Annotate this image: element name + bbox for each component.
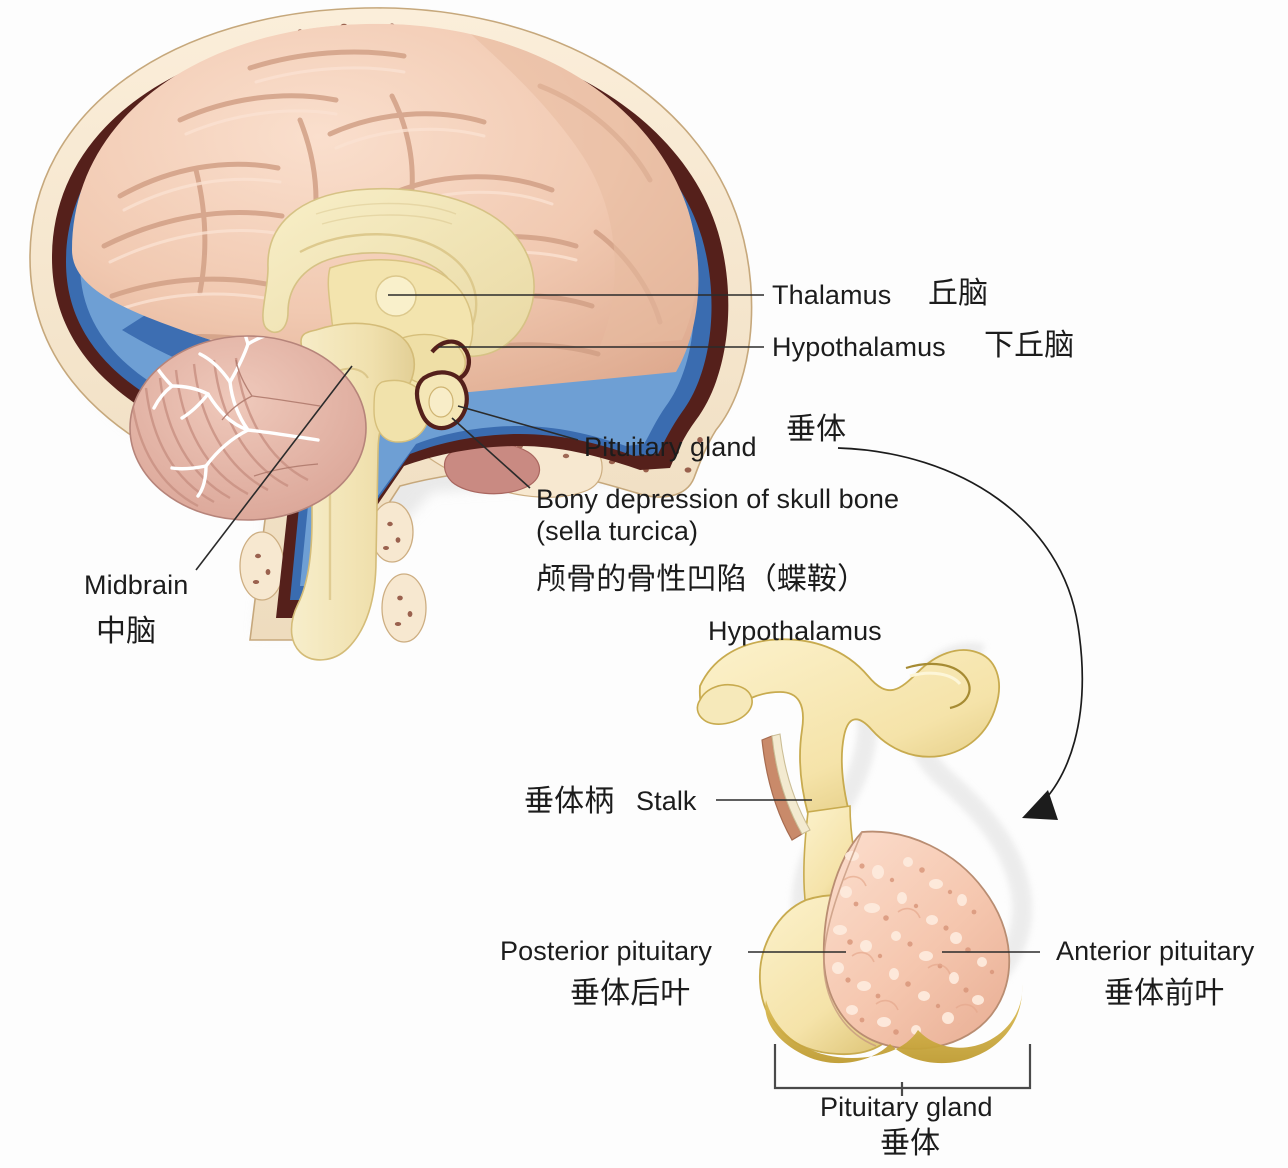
- thalamus-nucleus: [375, 275, 417, 317]
- label-anterior-pituitary-cn: 垂体前叶: [1104, 976, 1225, 1011]
- label-sella-cn: 颅骨的骨性凹陷（蝶鞍）: [536, 562, 868, 597]
- label-stalk-cn: 垂体柄: [524, 784, 615, 819]
- label-pituitary-gland-cn: 垂体: [786, 412, 847, 447]
- label-hypothalamus-detail-en: Hypothalamus: [708, 616, 882, 646]
- hypophyseal-vessels: [761, 733, 811, 841]
- label-hypothalamus-cn: 下丘脑: [984, 328, 1075, 363]
- label-thalamus-cn: 丘脑: [928, 276, 989, 311]
- bracket-icon: [773, 1044, 1032, 1096]
- label-midbrain-cn: 中脑: [96, 614, 157, 649]
- cerebellum: [129, 335, 367, 521]
- leader-lines-bottom: [716, 799, 1040, 953]
- curved-arrow-icon: [837, 447, 1084, 820]
- pituitary-in-situ: [414, 339, 471, 431]
- leader-sella: [451, 417, 531, 489]
- hypothalamus-shape: [699, 638, 1000, 816]
- label-hypothalamus-en: Hypothalamus: [772, 332, 946, 362]
- label-thalamus-en: Thalamus: [772, 280, 892, 310]
- label-anterior-pituitary-en: Anterior pituitary: [1056, 936, 1255, 966]
- anterior-pituitary-shape: [822, 830, 1011, 1050]
- label-stalk-en: Stalk: [636, 786, 697, 816]
- label-sella-en-line1: Bony depression of skull bone: [536, 484, 900, 514]
- label-midbrain-en: Midbrain: [84, 570, 189, 600]
- label-posterior-pituitary-en: Posterior pituitary: [500, 936, 712, 966]
- label-sella-en-line2: (sella turcica): [536, 516, 699, 546]
- leader-lines-top: [195, 294, 764, 571]
- leader-pituitary: [457, 405, 579, 441]
- leader-midbrain: [195, 365, 353, 571]
- vertebra-fragments: [239, 501, 427, 643]
- label-pituitary-bracket-en: Pituitary gland: [820, 1092, 993, 1122]
- label-posterior-pituitary-cn: 垂体后叶: [570, 976, 691, 1011]
- label-pituitary-gland-en: Pituitary gland: [584, 432, 757, 462]
- pituitary-enlarged: [696, 638, 1033, 1064]
- label-pituitary-bracket-cn: 垂体: [880, 1126, 941, 1161]
- anterior-pituitary-texture: [832, 851, 995, 1035]
- arbor-vitae: [150, 336, 320, 498]
